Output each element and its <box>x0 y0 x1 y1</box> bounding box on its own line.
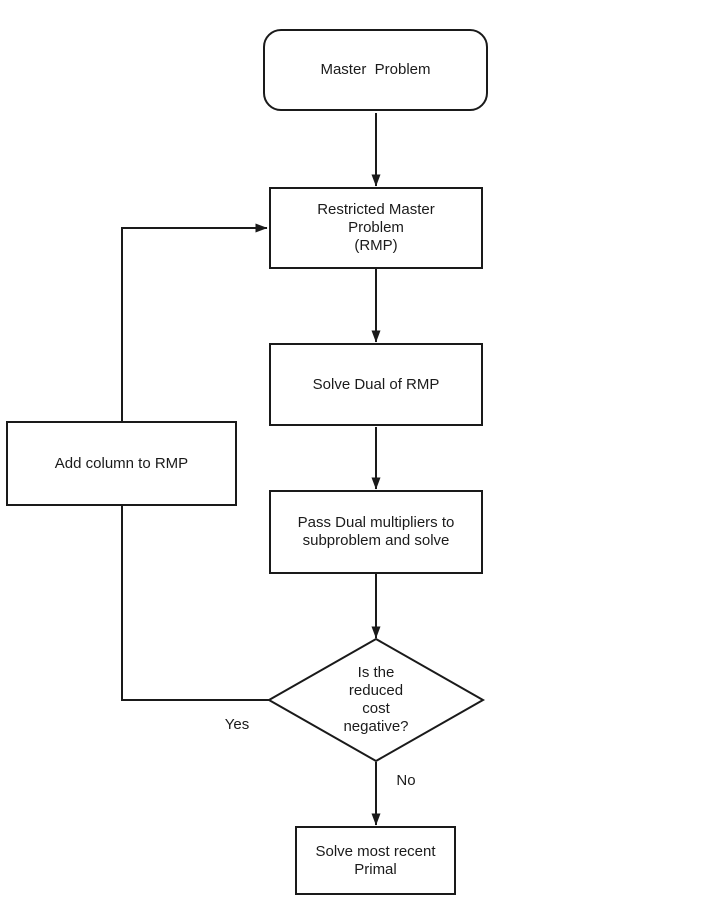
node-solve-primal-label: Solve most recent Primal <box>315 842 436 878</box>
node-pass-dual-multipliers-label: Pass Dual multipliers to subproblem and … <box>297 514 455 549</box>
node-master-problem-label: Master Problem <box>320 61 431 78</box>
node-solve-dual: Solve Dual of RMP <box>269 343 483 426</box>
node-add-column-label: Add column to RMP <box>54 454 189 472</box>
edge-label-yes: Yes <box>224 716 250 733</box>
node-add-column: Add column to RMP <box>6 421 237 506</box>
decision-diamond-shape <box>266 637 486 763</box>
node-pass-dual-multipliers: Pass Dual multipliers to subproblem and … <box>269 490 483 574</box>
node-solve-primal: Solve most recent Primal <box>295 826 456 895</box>
node-restricted-master-problem: Restricted Master Problem (RMP) <box>269 187 483 269</box>
node-master-problem: Master Problem <box>263 29 488 111</box>
node-restricted-master-problem-label: Restricted Master Problem (RMP) <box>317 201 435 254</box>
node-reduced-cost-decision-label: Is the reduced cost negative? <box>343 664 409 735</box>
edge-label-no: No <box>396 772 416 789</box>
node-solve-dual-label: Solve Dual of RMP <box>312 375 440 393</box>
